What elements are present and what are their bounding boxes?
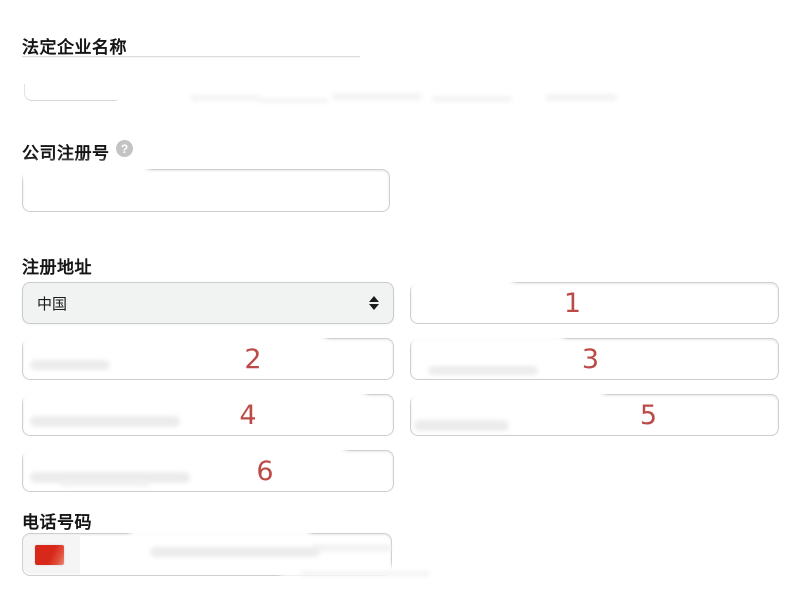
redaction-smudge bbox=[414, 420, 509, 431]
redaction-smudge bbox=[30, 416, 180, 427]
redaction-smudge bbox=[258, 98, 328, 103]
redaction-smudge bbox=[428, 366, 538, 375]
redaction-smudge bbox=[16, 442, 346, 456]
china-flag-icon bbox=[35, 545, 64, 565]
question-mark-icon[interactable]: ? bbox=[116, 140, 133, 157]
annotation-number: 6 bbox=[256, 455, 274, 487]
redaction-smudge bbox=[404, 386, 604, 400]
annotation-number: 3 bbox=[581, 343, 600, 375]
redaction-smudge bbox=[30, 472, 190, 483]
country-select-value: 中国 bbox=[37, 295, 68, 313]
redaction-smudge bbox=[16, 330, 326, 344]
address-field-2[interactable]: 2 bbox=[22, 338, 394, 380]
address-label: 注册地址 bbox=[22, 258, 92, 277]
up-down-arrows-icon bbox=[369, 296, 379, 310]
address-field-1[interactable]: 1 bbox=[410, 282, 779, 324]
annotation-number: 1 bbox=[563, 287, 582, 319]
phone-label: 电话号码 bbox=[22, 513, 92, 532]
redaction-smudge bbox=[404, 330, 564, 343]
annotation-number: 2 bbox=[244, 343, 262, 375]
legal-name-divider bbox=[22, 56, 360, 57]
annotation-number: 4 bbox=[239, 399, 257, 431]
address-field-6[interactable]: 6 bbox=[22, 450, 394, 492]
redaction-smudge bbox=[30, 360, 110, 370]
country-select[interactable]: 中国 bbox=[22, 282, 394, 324]
company-reg-label: 公司注册号 bbox=[22, 144, 110, 163]
redaction-smudge bbox=[8, 162, 148, 178]
legal-name-label: 法定企业名称 bbox=[22, 38, 127, 57]
redaction-smudge bbox=[404, 274, 514, 288]
address-field-4[interactable]: 4 bbox=[22, 394, 394, 436]
redaction-smudge bbox=[150, 547, 320, 557]
redacted-value-box bbox=[24, 84, 117, 101]
redaction-smudge bbox=[60, 480, 150, 487]
redaction-smudge bbox=[300, 571, 430, 576]
redaction-smudge bbox=[16, 386, 366, 400]
redaction-smudge bbox=[312, 544, 392, 552]
redaction-smudge bbox=[432, 96, 512, 102]
redaction-smudge bbox=[190, 95, 260, 101]
annotation-number: 5 bbox=[639, 399, 658, 431]
redaction-smudge bbox=[545, 94, 617, 101]
redaction-smudge bbox=[332, 93, 422, 100]
redaction-smudge bbox=[130, 526, 310, 538]
